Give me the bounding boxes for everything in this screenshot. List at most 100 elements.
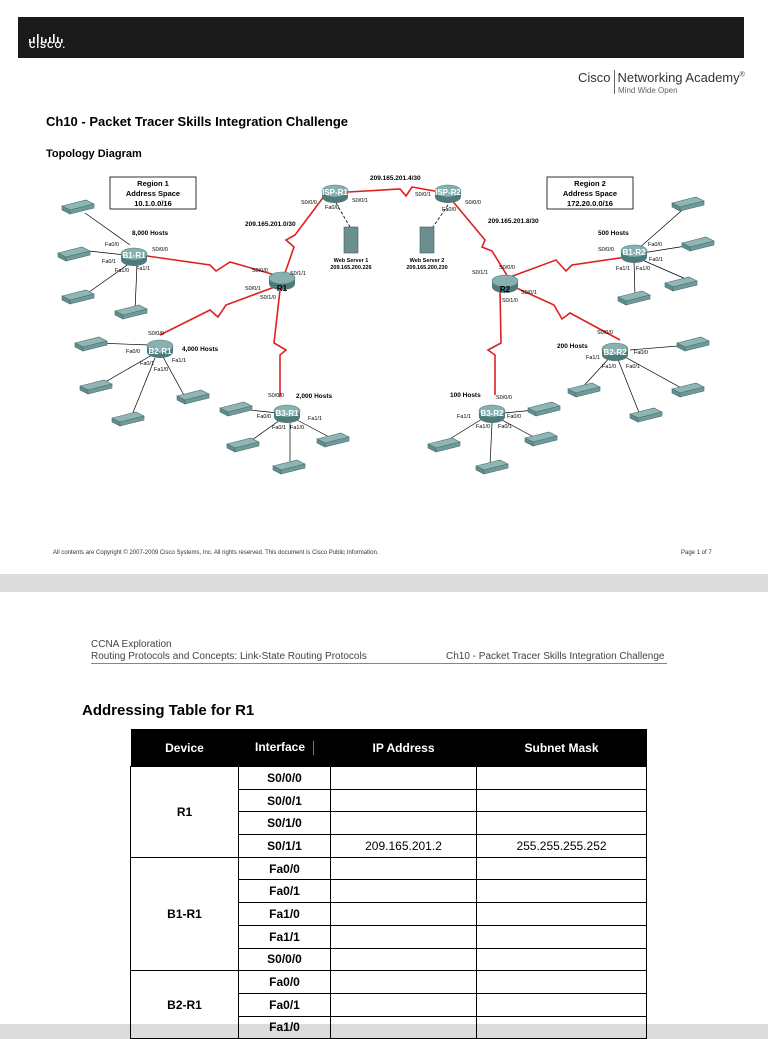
router-icons bbox=[120, 184, 648, 424]
svg-text:Fa0/1: Fa0/1 bbox=[649, 257, 663, 263]
device-cell: R1 bbox=[130, 766, 239, 858]
ip-cell[interactable] bbox=[330, 970, 477, 994]
interface-cell: S0/0/1 bbox=[238, 788, 331, 813]
svg-text:Fa0/0: Fa0/0 bbox=[126, 349, 140, 355]
table-row: S0/0/0 bbox=[131, 947, 647, 972]
interface-cell: Fa0/1 bbox=[238, 992, 331, 1017]
table-header-row: Device Interface IP Address Subnet Mask bbox=[130, 729, 647, 767]
svg-text:S0/0/1: S0/0/1 bbox=[415, 192, 431, 198]
label-ws2: Web Server 2 bbox=[410, 258, 445, 264]
label-hosts-b1-r1: 8,000 Hosts bbox=[132, 230, 169, 237]
svg-text:Fa0/0: Fa0/0 bbox=[634, 350, 648, 356]
ip-cell[interactable]: 209.165.201.2 bbox=[330, 834, 477, 858]
table-row: S0/1/1 209.165.201.2 255.255.255.252 bbox=[131, 834, 647, 858]
svg-text:Fa0/1: Fa0/1 bbox=[102, 259, 116, 265]
ip-cell[interactable] bbox=[330, 902, 477, 926]
label-r2-isp-net: 209.165.201.8/30 bbox=[488, 218, 539, 225]
svg-text:S0/0/1: S0/0/1 bbox=[352, 198, 368, 204]
svg-text:Fa1/0: Fa1/0 bbox=[154, 367, 168, 373]
svg-text:Region 2: Region 2 bbox=[574, 179, 606, 188]
svg-text:S0/0/0: S0/0/0 bbox=[152, 247, 168, 253]
ip-cell[interactable] bbox=[330, 947, 477, 972]
interface-cell: Fa0/0 bbox=[238, 970, 331, 994]
svg-text:Fa0/0: Fa0/0 bbox=[325, 205, 339, 211]
svg-text:Fa1/0: Fa1/0 bbox=[115, 268, 129, 274]
ip-cell[interactable] bbox=[330, 924, 477, 949]
mask-cell[interactable] bbox=[476, 811, 647, 836]
ip-cell[interactable] bbox=[330, 1015, 477, 1039]
page-2-header: CCNA Exploration Routing Protocols and C… bbox=[91, 639, 367, 663]
svg-text:Fa0/0: Fa0/0 bbox=[507, 414, 521, 420]
svg-text:S0/0/0: S0/0/0 bbox=[148, 331, 164, 337]
svg-text:S0/0/1: S0/0/1 bbox=[245, 286, 261, 292]
table-row: R1 S0/0/0 bbox=[130, 766, 647, 858]
label-b1-r1: B1-R1 bbox=[122, 251, 146, 260]
svg-text:S0/1/1: S0/1/1 bbox=[290, 271, 306, 277]
serial-links bbox=[139, 186, 641, 397]
svg-text:Fa1/1: Fa1/1 bbox=[616, 266, 630, 272]
addressing-table-title: Addressing Table for R1 bbox=[82, 702, 255, 719]
ip-cell[interactable] bbox=[330, 811, 477, 836]
interface-cell: S0/0/0 bbox=[238, 766, 331, 790]
table-row: Fa0/1 bbox=[131, 879, 647, 904]
device-cell: B1-R1 bbox=[130, 856, 239, 972]
interface-cell: Fa0/1 bbox=[238, 879, 331, 904]
svg-text:Address Space: Address Space bbox=[126, 189, 180, 198]
label-ws1: Web Server 1 bbox=[334, 258, 369, 264]
mask-cell[interactable] bbox=[476, 947, 647, 972]
label-r1: R1 bbox=[277, 284, 288, 293]
ip-cell[interactable] bbox=[330, 788, 477, 813]
label-hosts-b3-r1: 2,000 Hosts bbox=[296, 393, 333, 400]
header-divider bbox=[91, 663, 667, 664]
ip-cell[interactable] bbox=[330, 879, 477, 904]
label-r1-isp-net: 209.165.201.0/30 bbox=[245, 221, 296, 228]
label-hosts-b2-r1: 4,000 Hosts bbox=[182, 346, 219, 353]
mask-cell[interactable] bbox=[476, 902, 647, 926]
mask-cell[interactable] bbox=[476, 1015, 647, 1039]
ip-cell[interactable] bbox=[330, 856, 477, 881]
col-interface: Interface bbox=[238, 729, 331, 767]
ip-cell[interactable] bbox=[330, 766, 477, 790]
svg-text:Fa0/0: Fa0/0 bbox=[257, 414, 271, 420]
mask-cell[interactable] bbox=[476, 766, 647, 790]
port-labels: Fa0/0 S0/0/0 Fa0/1 Fa1/0 Fa1/1 S0/0/0 S0… bbox=[102, 192, 663, 431]
mask-cell[interactable]: 255.255.255.252 bbox=[476, 834, 647, 858]
label-hosts-b2-r2: 200 Hosts bbox=[557, 343, 588, 350]
brand-mark: ® bbox=[739, 71, 745, 79]
ip-cell[interactable] bbox=[330, 992, 477, 1017]
mask-cell[interactable] bbox=[476, 879, 647, 904]
interface-cell: S0/1/1 bbox=[238, 834, 331, 858]
cisco-logo-text: CISCO. bbox=[29, 40, 67, 50]
label-hosts-b1-r2: 500 Hosts bbox=[598, 230, 629, 237]
table-row: B2-R1 Fa0/0 bbox=[130, 970, 647, 1039]
svg-text:Fa0/1: Fa0/1 bbox=[498, 424, 512, 430]
topology-heading: Topology Diagram bbox=[46, 148, 142, 160]
page-number: Page 1 of 7 bbox=[681, 550, 712, 556]
label-b3-r2: B3-R2 bbox=[480, 409, 504, 418]
svg-text:Fa1/0: Fa1/0 bbox=[476, 424, 490, 430]
topology-diagram: B1-R1 R1 B2-R1 B3-R1 ISP-R1 ISP-R2 R2 B1… bbox=[57, 175, 715, 475]
svg-text:Fa1/0: Fa1/0 bbox=[636, 266, 650, 272]
label-isp-r1: ISP-R1 bbox=[322, 188, 348, 197]
web-server-2-icon bbox=[419, 226, 435, 254]
interface-cell: Fa1/0 bbox=[238, 902, 331, 926]
interface-cell: S0/1/0 bbox=[238, 811, 331, 836]
table-row: S0/0/1 bbox=[131, 788, 647, 813]
svg-text:Fa0/0: Fa0/0 bbox=[648, 242, 662, 248]
svg-text:S0/0/0: S0/0/0 bbox=[252, 268, 268, 274]
svg-text:S0/0/0: S0/0/0 bbox=[598, 247, 614, 253]
mask-cell[interactable] bbox=[476, 970, 647, 994]
brand-academy: Networking Academy bbox=[617, 70, 740, 85]
svg-text:Address Space: Address Space bbox=[563, 189, 617, 198]
mask-cell[interactable] bbox=[476, 992, 647, 1017]
mask-cell[interactable] bbox=[476, 856, 647, 881]
svg-text:10.1.0.0/16: 10.1.0.0/16 bbox=[134, 199, 172, 208]
device-cell: B2-R1 bbox=[130, 970, 239, 1039]
addressing-table: Device Interface IP Address Subnet Mask … bbox=[130, 729, 647, 1039]
course-name: CCNA Exploration bbox=[91, 639, 172, 650]
mask-cell[interactable] bbox=[476, 788, 647, 813]
mask-cell[interactable] bbox=[476, 924, 647, 949]
svg-text:S0/1/0: S0/1/0 bbox=[260, 295, 276, 301]
